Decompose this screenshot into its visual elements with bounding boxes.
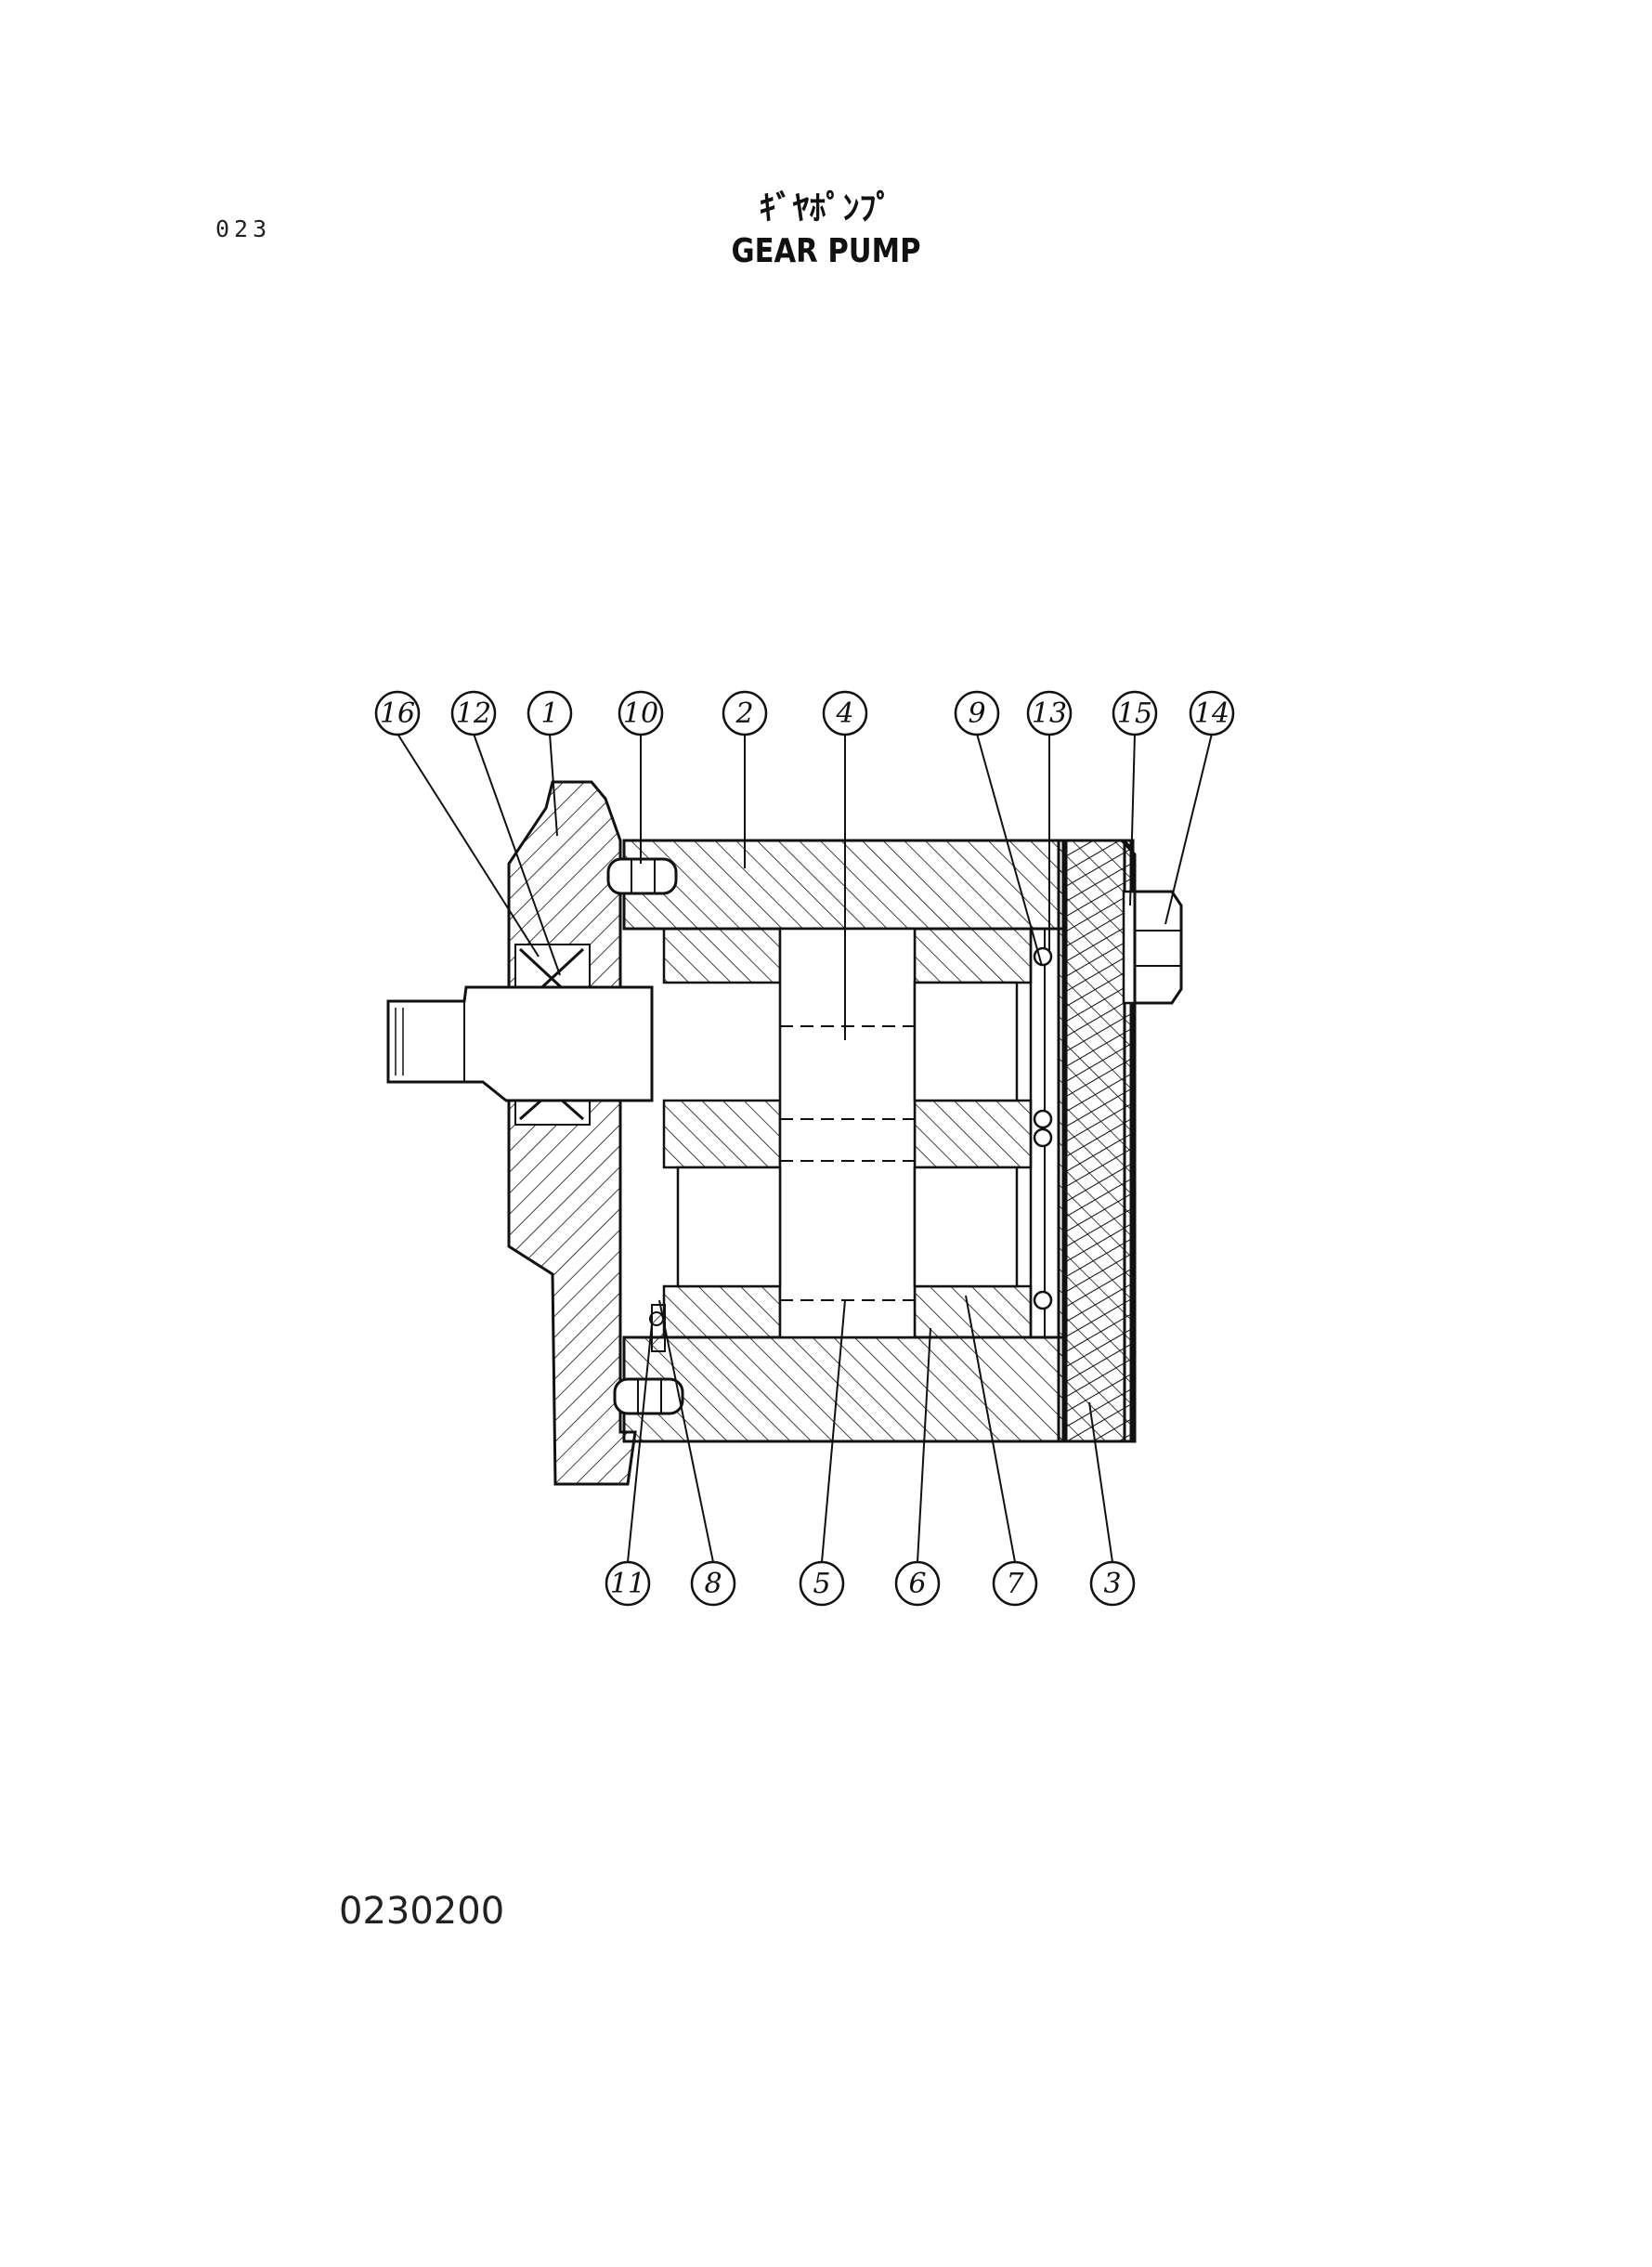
dowel-pins (606, 857, 684, 1415)
page-number: 023 (215, 215, 272, 242)
callout-16: 16 (374, 690, 421, 736)
svg-text:4: 4 (835, 697, 853, 730)
callout-5: 5 (799, 1560, 845, 1607)
leader-lines (397, 733, 1213, 1563)
callout-10: 10 (618, 690, 664, 736)
svg-text:12: 12 (456, 697, 491, 730)
callout-6: 6 (894, 1560, 941, 1607)
svg-text:3: 3 (1103, 1568, 1121, 1600)
callouts-bottom: 11 8 5 6 7 3 (605, 1560, 1136, 1607)
callouts-top: 16 12 1 10 2 4 (374, 690, 1235, 736)
callout-4: 4 (822, 690, 868, 736)
callout-13: 13 (1026, 690, 1073, 736)
callout-15: 15 (1112, 690, 1158, 736)
svg-text:10: 10 (623, 697, 658, 730)
callout-9: 9 (954, 690, 1000, 736)
svg-text:15: 15 (1117, 697, 1152, 730)
callout-3: 3 (1089, 1560, 1136, 1607)
svg-text:11: 11 (610, 1568, 645, 1600)
svg-text:1: 1 (540, 697, 558, 730)
title-japanese: ｷﾞﾔﾎﾟﾝﾌﾟ (759, 189, 893, 228)
drawing-code: 0230200 (339, 1890, 505, 1933)
svg-text:13: 13 (1032, 697, 1067, 730)
seals-and-o-rings (649, 946, 1053, 1352)
drive-gear-section (662, 927, 1046, 1339)
svg-text:9: 9 (968, 697, 985, 730)
callout-12: 12 (450, 690, 497, 736)
svg-text:5: 5 (813, 1568, 830, 1600)
svg-text:2: 2 (735, 697, 753, 730)
hex-bolt (1122, 890, 1183, 1005)
callout-11: 11 (605, 1560, 651, 1607)
rear-cover-plate (1057, 839, 1137, 1443)
drive-shaft (386, 985, 654, 1102)
svg-text:14: 14 (1194, 697, 1229, 730)
svg-text:7: 7 (1006, 1568, 1024, 1600)
svg-text:16: 16 (380, 697, 415, 730)
callout-1: 1 (527, 690, 573, 736)
callout-7: 7 (992, 1560, 1038, 1607)
svg-text:6: 6 (908, 1568, 926, 1600)
title-english: GEAR PUMP (731, 232, 921, 270)
callout-8: 8 (690, 1560, 736, 1607)
callout-2: 2 (722, 690, 768, 736)
callout-14: 14 (1189, 690, 1235, 736)
svg-text:8: 8 (704, 1568, 722, 1600)
